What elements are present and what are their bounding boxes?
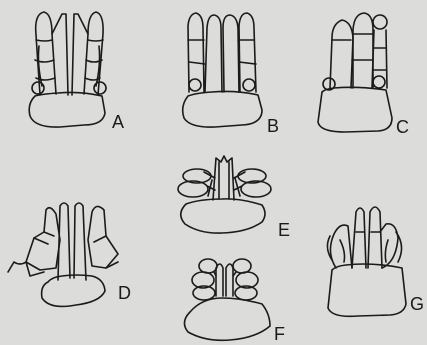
specimen-f: F: [184, 259, 285, 344]
label-d: D: [118, 283, 131, 303]
specimen-c: C: [318, 13, 409, 137]
specimen-b: B: [183, 13, 279, 136]
label-b: B: [267, 116, 279, 136]
specimen-g: G: [327, 207, 424, 316]
specimen-d: D: [8, 203, 131, 306]
label-a: A: [112, 112, 124, 132]
label-e: E: [278, 220, 290, 240]
label-c: C: [396, 117, 409, 137]
specimen-a: A: [29, 12, 124, 132]
label-g: G: [410, 294, 424, 314]
specimen-e: E: [178, 156, 290, 240]
label-f: F: [274, 324, 285, 344]
